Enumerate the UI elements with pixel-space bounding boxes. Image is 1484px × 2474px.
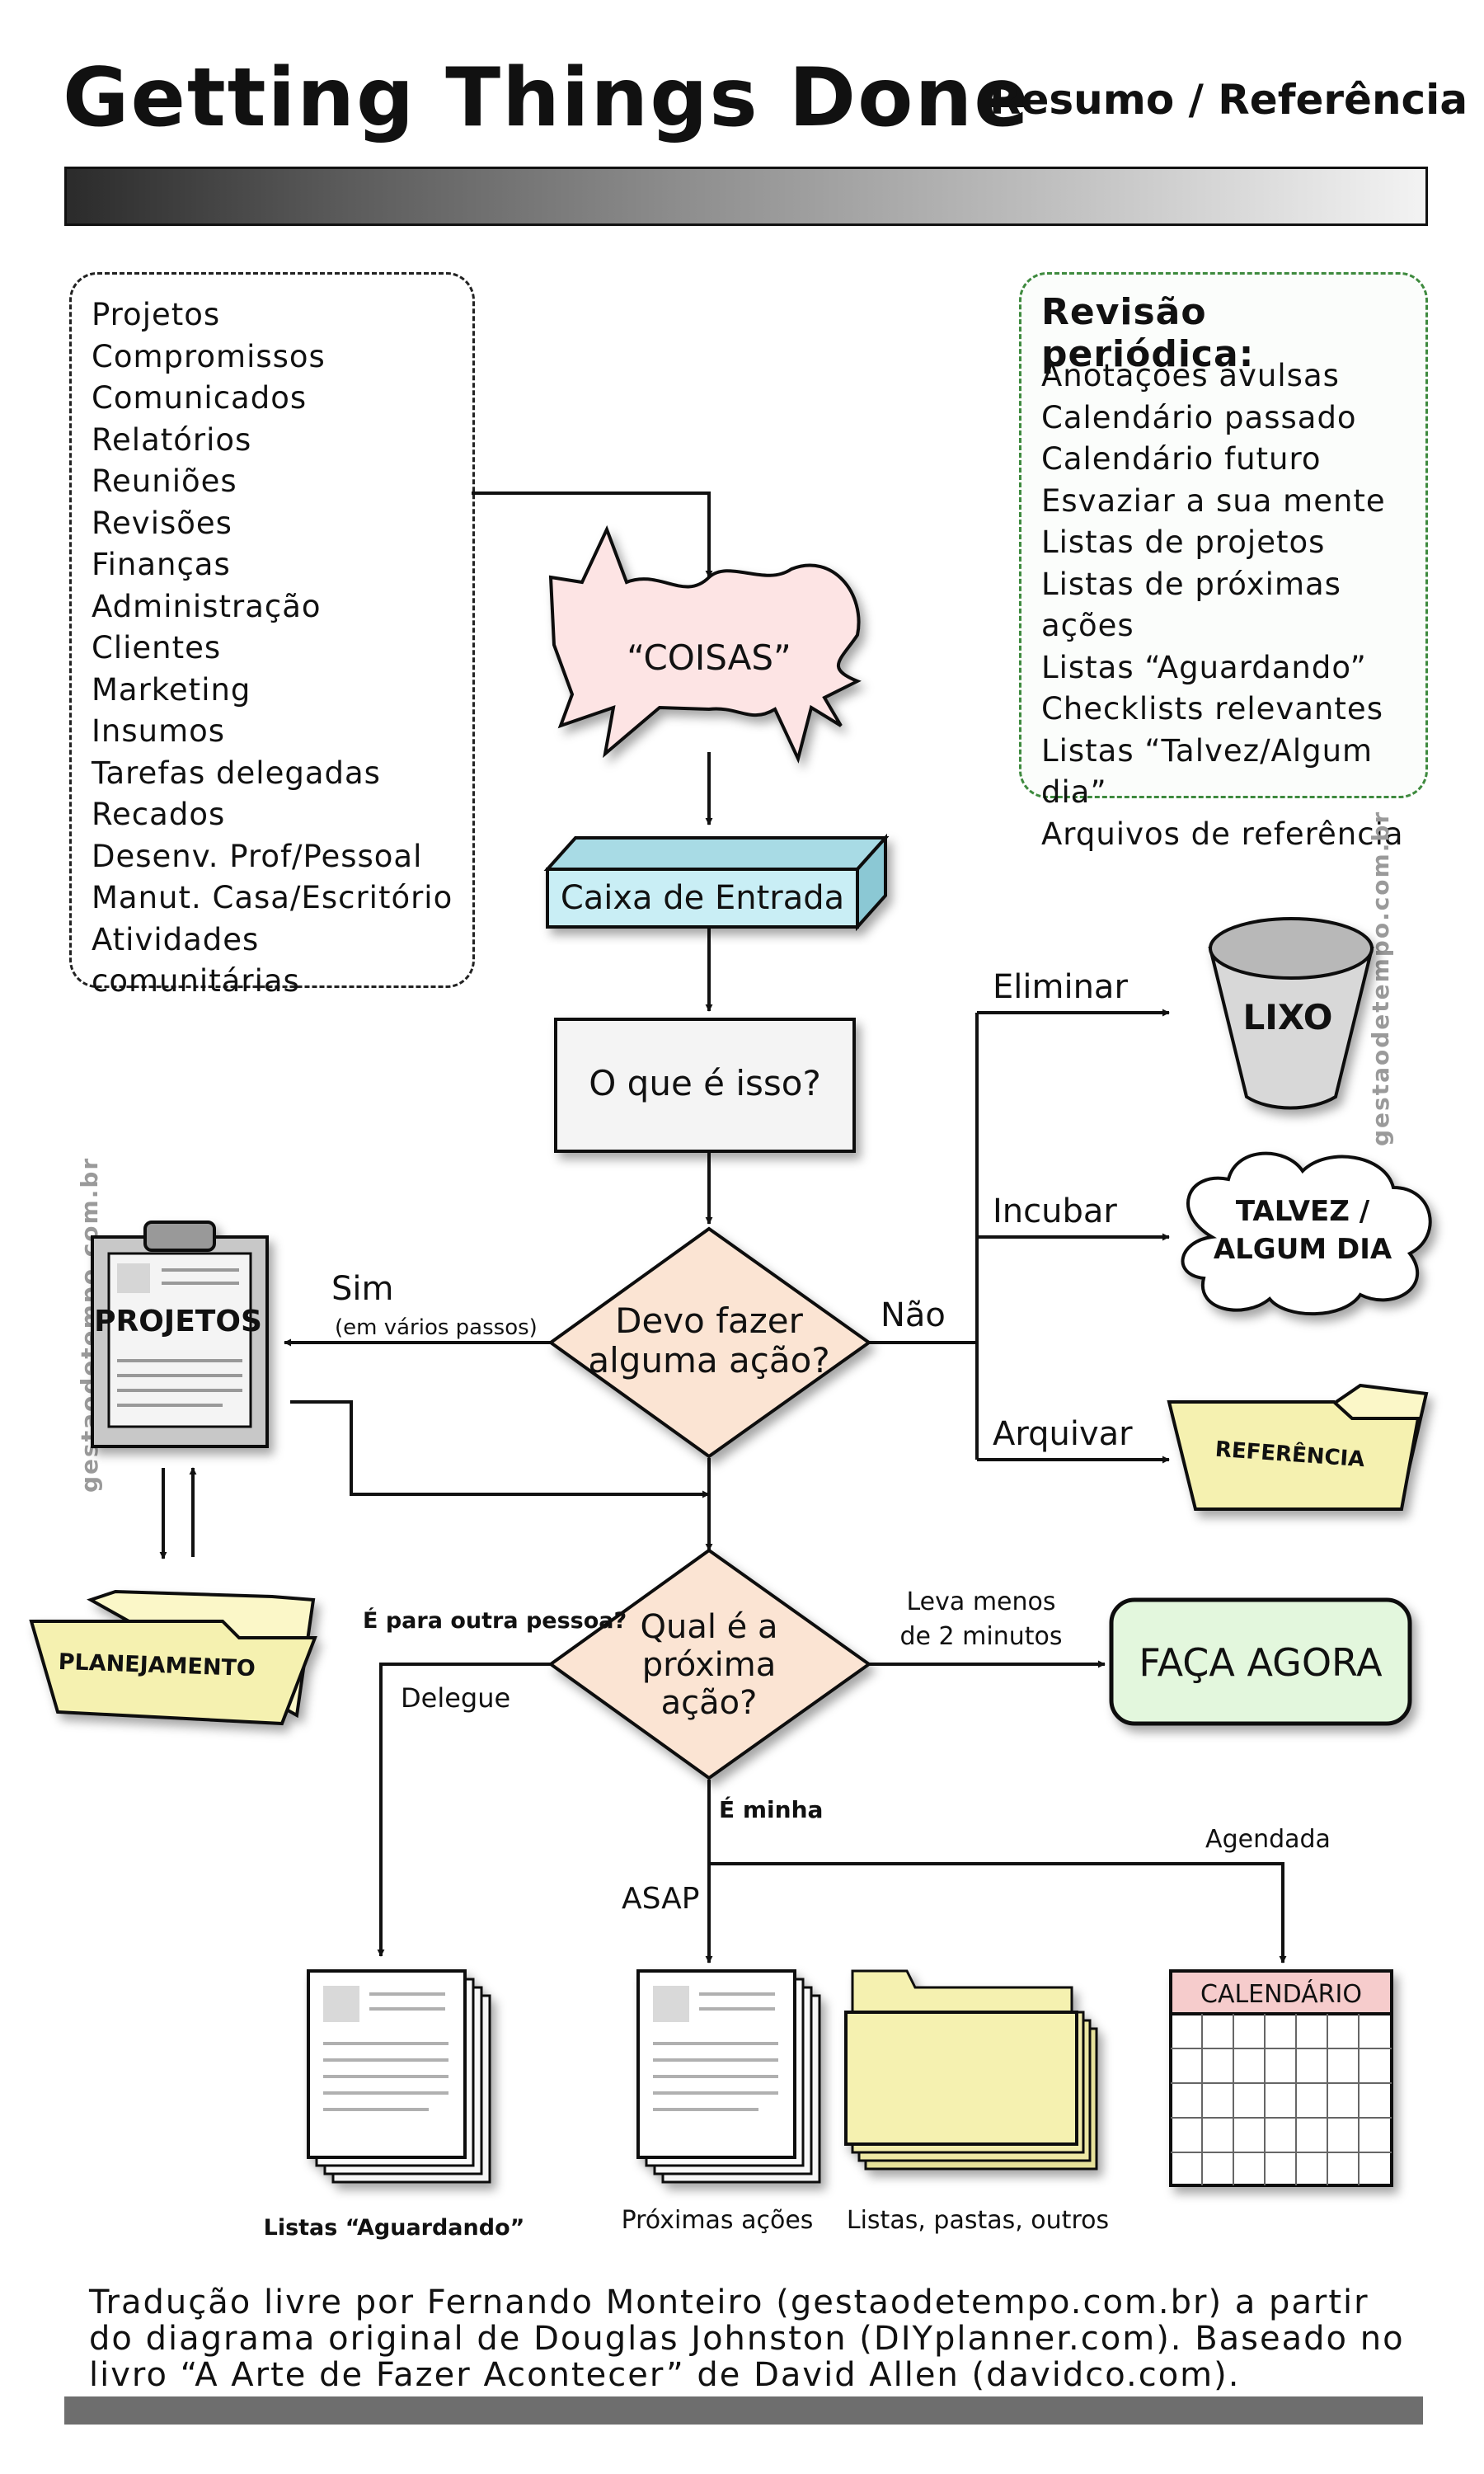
review-item: Listas “Talvez/Algum dia” [1041, 732, 1374, 811]
gradient-bar [64, 167, 1428, 226]
stuff-burst-shape [548, 524, 862, 764]
someday-cloud-icon [1181, 1151, 1432, 1316]
review-item: Checklists relevantes [1041, 691, 1383, 727]
inbox-tray [543, 833, 890, 932]
review-item: Arquivos de referência [1041, 816, 1404, 852]
someday-line1: TALVEZ / [1236, 1195, 1370, 1228]
review-item: Calendário passado [1041, 399, 1357, 435]
sources-item: Clientes [92, 630, 222, 666]
sources-item: Comunicados [92, 380, 308, 416]
review-item: Esvaziar a sua mente [1041, 482, 1386, 519]
review-item: Calendário futuro [1041, 441, 1322, 477]
sources-item: Atividades comunitárias [92, 921, 300, 999]
sources-item: Relatórios [92, 421, 252, 458]
what-is-it-box [554, 1018, 856, 1153]
next-question-line3: ação? [661, 1684, 758, 1722]
page-subtitle: Resumo / Referência [989, 76, 1468, 124]
eliminate-label: Eliminar [993, 968, 1128, 1006]
footer-line3: livro “A Arte de Fazer Acontecer” de Dav… [89, 2356, 1241, 2394]
sources-item: Finanças [92, 547, 231, 582]
footer-line1: Tradução livre por Fernando Monteiro (ge… [89, 2284, 1369, 2321]
action-question-line2: alguma ação? [588, 1340, 829, 1380]
sources-item: Insumos [92, 713, 226, 749]
projects-label: PROJETOS [94, 1305, 262, 1338]
what-is-it-label: O que é isso? [589, 1063, 821, 1103]
do-now-label: FAÇA AGORA [1139, 1640, 1383, 1685]
sources-item: Marketing [92, 671, 251, 708]
footer-line2: do diagrama original de Douglas Johnston… [89, 2320, 1405, 2358]
review-item: Anotações avulsas [1041, 358, 1340, 393]
projects-clipboard-icon [91, 1221, 269, 1448]
incubate-label: Incubar [993, 1192, 1117, 1230]
waiting-lists-label: Listas “Aguardando” [264, 2215, 525, 2241]
trash-icon [1208, 917, 1374, 1110]
calendar-label: CALENDÁRIO [1200, 1979, 1362, 2009]
sources-item: Recados [92, 797, 226, 832]
review-item: Listas de projetos [1041, 524, 1326, 560]
inbox-label: Caixa de Entrada [561, 879, 844, 917]
next-question-line1: Qual é a [640, 1608, 777, 1646]
planning-folder-icon [29, 1589, 317, 1726]
sources-item: Reuniões [92, 463, 237, 499]
no-label: Não [881, 1296, 946, 1334]
review-box: Revisão periódica: Anotações avulsas Cal… [1019, 272, 1428, 852]
waiting-lists-icon [307, 1969, 491, 2184]
footer-bar [64, 2396, 1423, 2425]
less-than-2-line2: de 2 minutos [900, 1622, 1063, 1651]
action-question-diamond [547, 1226, 872, 1459]
lists-folders-label: Listas, pastas, outros [847, 2206, 1109, 2235]
sources-item: Manut. Casa/Escritório [92, 880, 453, 915]
review-list: Anotações avulsas Calendário passado Cal… [1041, 355, 1425, 855]
reference-folder-icon [1167, 1383, 1429, 1511]
connector-lines [159, 492, 1287, 1964]
asap-label: ASAP [622, 1882, 699, 1916]
page-title: Getting Things Done [63, 51, 1031, 145]
someday-line2: ALGUM DIA [1214, 1233, 1392, 1266]
next-question-line2: próxima [642, 1646, 776, 1684]
action-question-line1: Devo fazer [615, 1300, 803, 1341]
yes-note: (em vários passos) [335, 1315, 538, 1340]
review-item: Listas de próximas ações [1041, 566, 1341, 644]
less-than-2-line1: Leva menos [907, 1587, 1056, 1616]
next-action-diamond [547, 1548, 872, 1780]
calendar-icon [1169, 1969, 1393, 2187]
file-label: Arquivar [993, 1415, 1133, 1453]
sources-item: Compromissos [92, 338, 326, 374]
yes-label: Sim [331, 1270, 393, 1308]
do-now-box [1109, 1597, 1412, 1726]
folder-stack-icon [844, 1969, 1098, 2171]
next-actions-label: Próximas ações [622, 2206, 814, 2235]
sources-item: Administração [92, 588, 322, 624]
stuff-label: “COISAS” [627, 637, 791, 678]
sources-item: Desenv. Prof/Pessoal [92, 838, 423, 874]
other-person-label: É para outra pessoa? [363, 1607, 627, 1634]
next-actions-icon [636, 1969, 821, 2184]
mine-label: É minha [719, 1795, 823, 1823]
review-title: Revisão periódica: [1041, 291, 1255, 375]
sources-item: Projetos [92, 297, 221, 332]
sources-item: Revisões [92, 505, 232, 541]
sources-item: Tarefas delegadas [92, 755, 381, 791]
delegate-label: Delegue [401, 1682, 510, 1714]
sources-list: Projetos Compromissos Comunicados Relató… [92, 294, 472, 1003]
footer-credits: Tradução livre por Fernando Monteiro (ge… [89, 2284, 1425, 2393]
review-item: Listas “Aguardando” [1041, 649, 1367, 685]
scheduled-label: Agendada [1205, 1825, 1331, 1854]
sources-box: Projetos Compromissos Comunicados Relató… [69, 272, 475, 999]
trash-label: LIXO [1243, 997, 1333, 1037]
